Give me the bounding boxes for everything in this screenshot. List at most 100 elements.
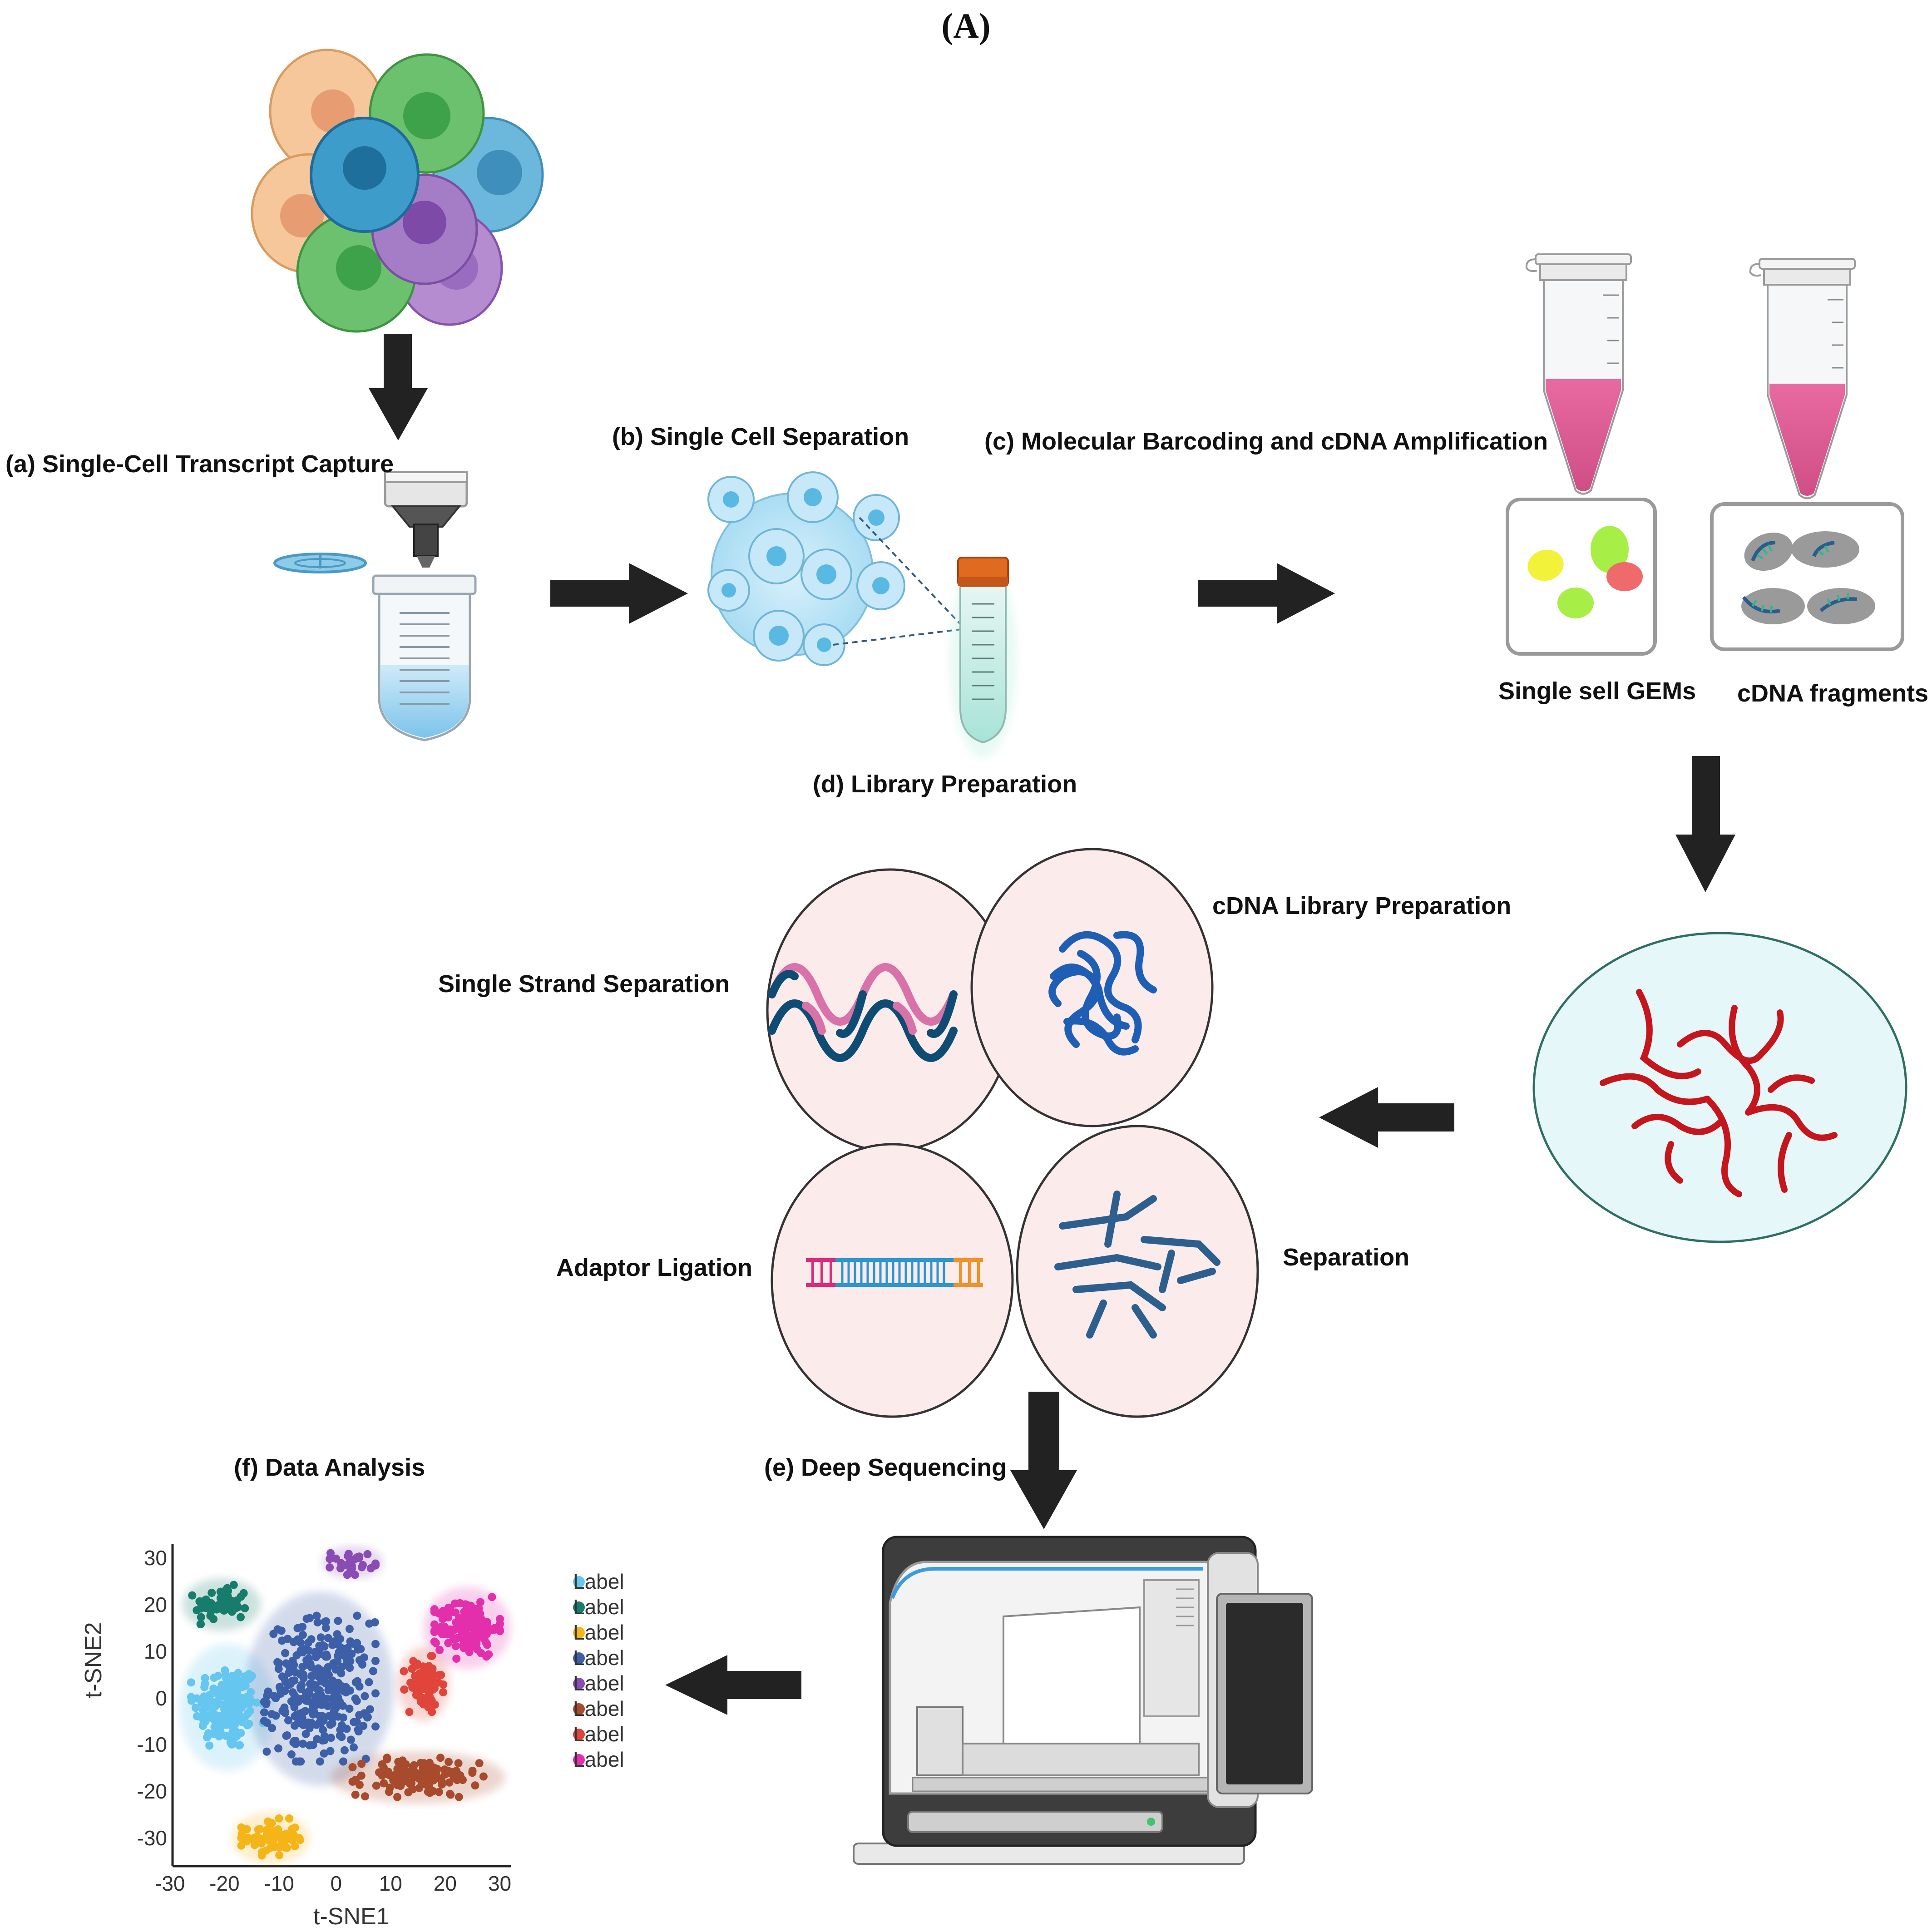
scatter-point [257,1848,266,1857]
scatter-point [267,1829,275,1838]
y-tick-label: 10 [143,1639,167,1663]
separation-label: Separation [1283,1244,1410,1271]
scatter-point [399,1773,407,1781]
legend-marker [573,1703,585,1715]
scatter-point [308,1672,316,1680]
scatter-point [445,1758,453,1766]
scatter-point [298,1631,307,1639]
scatter-point [421,1681,430,1690]
scatter-point [299,1739,307,1748]
scatter-point [305,1646,313,1655]
scatter-point [299,1718,307,1726]
scatter-point [198,1597,207,1606]
legend-marker [573,1652,585,1664]
scatter-point [372,1781,380,1790]
scatter-point [380,1763,388,1772]
scatter-point [208,1706,217,1715]
scatter-point [460,1636,468,1645]
scatter-point [237,1823,246,1832]
scatter-point [272,1711,280,1720]
scatter-point [395,1780,404,1789]
arrow-right-2 [1198,563,1335,624]
scatter-point [425,1786,433,1794]
step-f-label: (f) Data Analysis [234,1454,425,1481]
scatter-point [483,1622,492,1631]
scatter-point [319,1715,328,1723]
scatter-point [353,1639,361,1647]
scatter-point [314,1686,322,1695]
scatter-point [297,1680,306,1689]
scatter-point [400,1667,408,1675]
scatter-point [454,1759,463,1768]
scatter-point [400,1685,409,1694]
scatter-point [291,1737,300,1745]
scatter-point [496,1626,504,1635]
legend-entry: Label [573,1671,624,1695]
scatter-point [233,1688,242,1697]
scatter-point [215,1732,223,1741]
scatter-point [316,1650,324,1659]
legend-marker [573,1754,585,1766]
scatter-point [452,1624,461,1632]
scatter-point [319,1726,327,1734]
scatter-point [223,1584,232,1592]
scatter-point [222,1670,230,1679]
scatter-point [197,1713,206,1721]
scatter-point [225,1733,234,1741]
scatter-point [213,1715,222,1724]
y-tick-label: 0 [155,1686,167,1710]
arrow-left-2 [665,1655,801,1715]
scatter-point [358,1660,366,1669]
gems-box [1506,498,1657,656]
scatter-point [350,1743,358,1752]
scatter-point [344,1550,353,1558]
scatter-point [285,1814,293,1823]
scatter-point [371,1722,380,1731]
scatter-point [371,1657,380,1665]
scatter-point [428,1708,436,1716]
scatter-point [413,1676,422,1685]
scatter-point [314,1672,322,1680]
scatter-point [237,1592,245,1601]
scatter-point [205,1741,214,1750]
cluster-points-layer [187,1549,504,1860]
scatter-point [231,1604,239,1613]
scatter-point [237,1613,245,1621]
scatter-point [465,1648,474,1656]
scatter-point [331,1704,340,1713]
scatter-point [198,1699,206,1707]
scatter-point [345,1705,354,1713]
scatter-point [275,1814,283,1823]
eppendorf-tube-gems [1525,253,1632,495]
x-tick-label: 10 [379,1872,402,1895]
x-tick-label: -10 [264,1872,294,1895]
scatter-point [282,1829,291,1838]
legend-entry: Label [573,1697,624,1720]
scatter-point [314,1695,322,1704]
scatter-point [229,1581,238,1589]
scatter-point [289,1638,298,1646]
scatter-point [205,1713,214,1722]
legend-entry: Label [573,1570,624,1593]
scatter-point [361,1692,369,1700]
scatter-point [484,1650,493,1659]
scatter-point [275,1851,284,1859]
scatter-point [461,1600,469,1609]
scatter-point [477,1649,485,1657]
scatter-point [378,1771,386,1780]
arrow-down-3 [1010,1392,1077,1529]
scatter-point [193,1606,201,1615]
scatter-point [322,1650,331,1659]
scatter-point [270,1692,278,1700]
scatter-point [420,1776,429,1784]
adaptor-ligation-circle [771,1143,1014,1418]
scatter-point [254,1825,262,1834]
scatter-point [361,1792,369,1801]
scatter-point [326,1549,335,1557]
scatter-point [321,1679,330,1688]
scatter-point [237,1718,246,1726]
scatter-point [277,1690,285,1698]
scatter-point [404,1788,413,1797]
scatter-point [428,1652,436,1660]
scatter-point [200,1683,209,1691]
